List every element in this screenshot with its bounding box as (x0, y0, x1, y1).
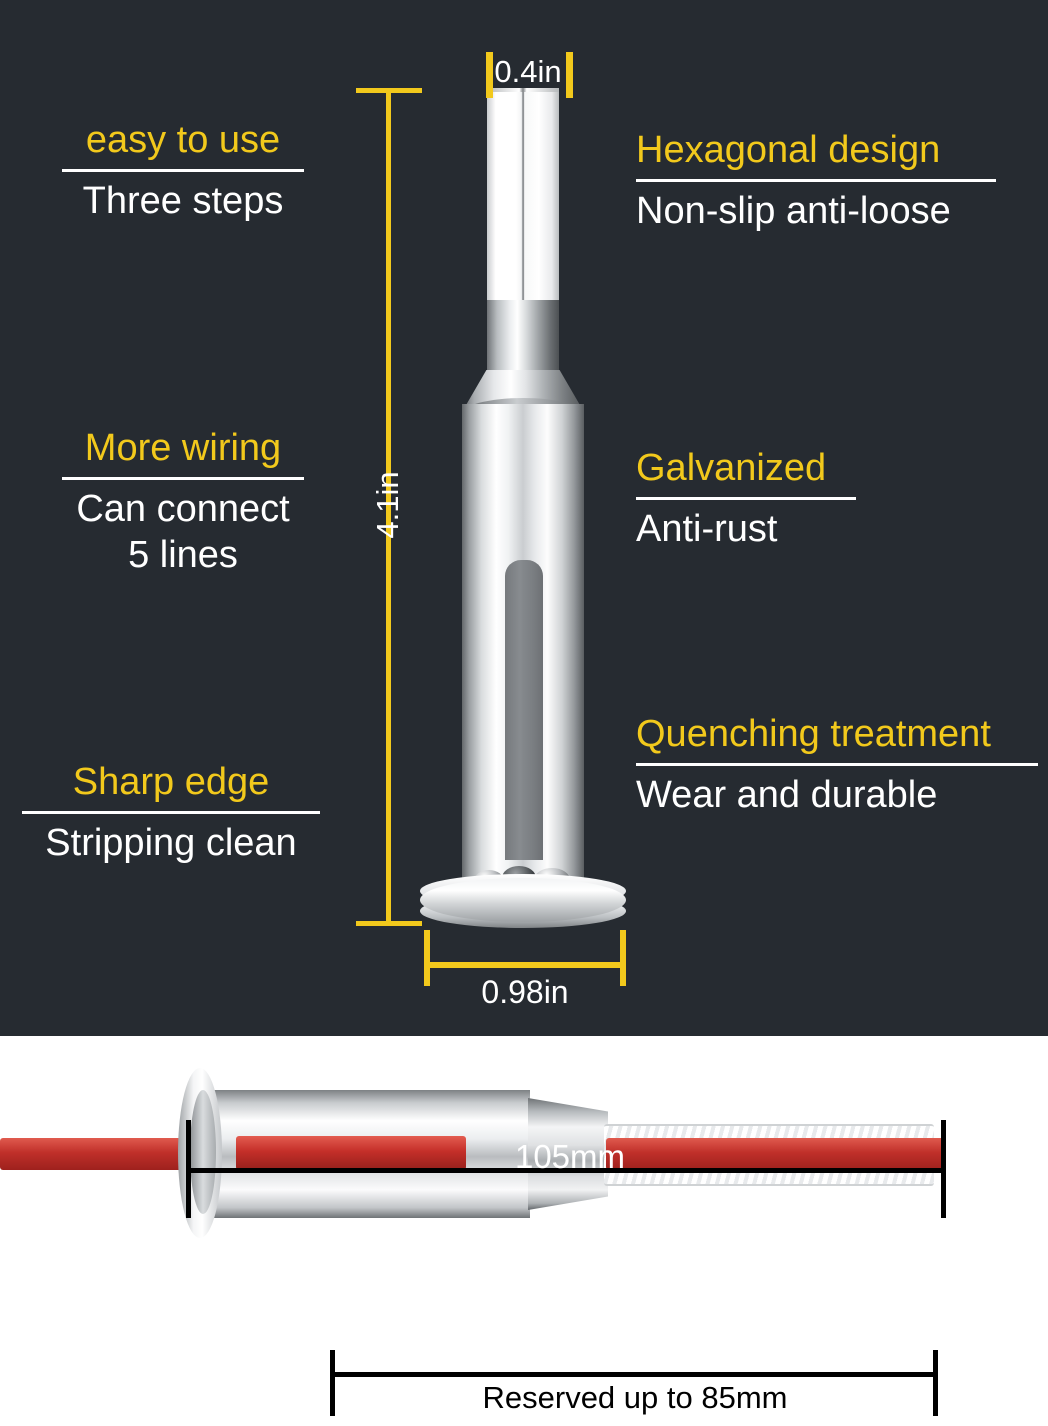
dim-base-width-label: 0.98in (481, 974, 569, 1010)
feature-subtitle: Wear and durable (636, 774, 938, 816)
tool-flange-bore (190, 1090, 216, 1214)
feature-title: Hexagonal design (636, 129, 941, 171)
feature-subtitle: Three steps (82, 180, 284, 222)
feature-galvanized: Galvanized Anti-rust (636, 446, 856, 552)
dim-tip-width-label: 0.4in (494, 54, 562, 89)
feature-divider (636, 763, 1038, 766)
dim-tip-right-tick (566, 52, 573, 98)
dim-length-top-tick (356, 88, 422, 93)
feature-divider (62, 477, 304, 480)
feature-subtitle-line1: Can connect (76, 488, 290, 530)
dim-reserved-line (330, 1372, 938, 1377)
feature-subtitle: Non-slip anti-loose (636, 190, 951, 232)
dim-tool-length-right-tick (941, 1120, 946, 1218)
feature-easy-to-use: easy to use Three steps (62, 118, 304, 224)
feature-title: More wiring (84, 427, 282, 469)
dim-length-bottom-tick (356, 921, 422, 926)
feature-more-wiring: More wiring Can connect 5 lines (62, 426, 304, 578)
dim-length-line (386, 88, 391, 926)
dim-tool-length-left-tick (186, 1120, 191, 1218)
tool-base-flange (420, 878, 626, 922)
feature-title: Sharp edge (72, 761, 270, 803)
feature-divider (22, 811, 320, 814)
dim-total-length-label: 4.1in (370, 471, 405, 539)
dim-reserved-right-tick (933, 1350, 938, 1416)
tool-body-slot (505, 560, 543, 860)
tool-neck (487, 300, 559, 378)
feature-panel: 0.4in 4.1in 0.98in easy to use Three ste… (0, 0, 1048, 1036)
feature-divider (62, 169, 304, 172)
feature-subtitle: Stripping clean (45, 822, 297, 864)
dim-tip-left-tick (486, 52, 493, 98)
feature-quenching-treatment: Quenching treatment Wear and durable (636, 712, 1038, 818)
dim-reserved-length-label: Reserved up to 85mm (482, 1380, 788, 1415)
wire-segment-right (606, 1138, 944, 1170)
tool-illustration-vertical (420, 88, 626, 928)
dim-reserved-left-tick (330, 1350, 335, 1416)
feature-divider (636, 497, 856, 500)
feature-divider (636, 179, 996, 182)
tool-barrel-taper (528, 1098, 608, 1210)
feature-title: Quenching treatment (636, 713, 991, 755)
feature-title: easy to use (85, 119, 281, 161)
dim-base-line (424, 962, 626, 968)
feature-sharp-edge: Sharp edge Stripping clean (22, 760, 320, 866)
feature-hexagonal-design: Hexagonal design Non-slip anti-loose (636, 128, 996, 234)
feature-title: Galvanized (636, 447, 827, 489)
dim-base-left-tick (424, 930, 430, 986)
dim-tool-length-line (186, 1168, 946, 1173)
dim-tool-length-label: 105mm (514, 1138, 626, 1175)
wire-segment-inside (236, 1136, 466, 1170)
dim-base-right-tick (620, 930, 626, 986)
tool-tip-shaft (487, 92, 559, 304)
feature-subtitle-line2: 5 lines (128, 534, 238, 576)
feature-subtitle: Anti-rust (636, 508, 778, 550)
